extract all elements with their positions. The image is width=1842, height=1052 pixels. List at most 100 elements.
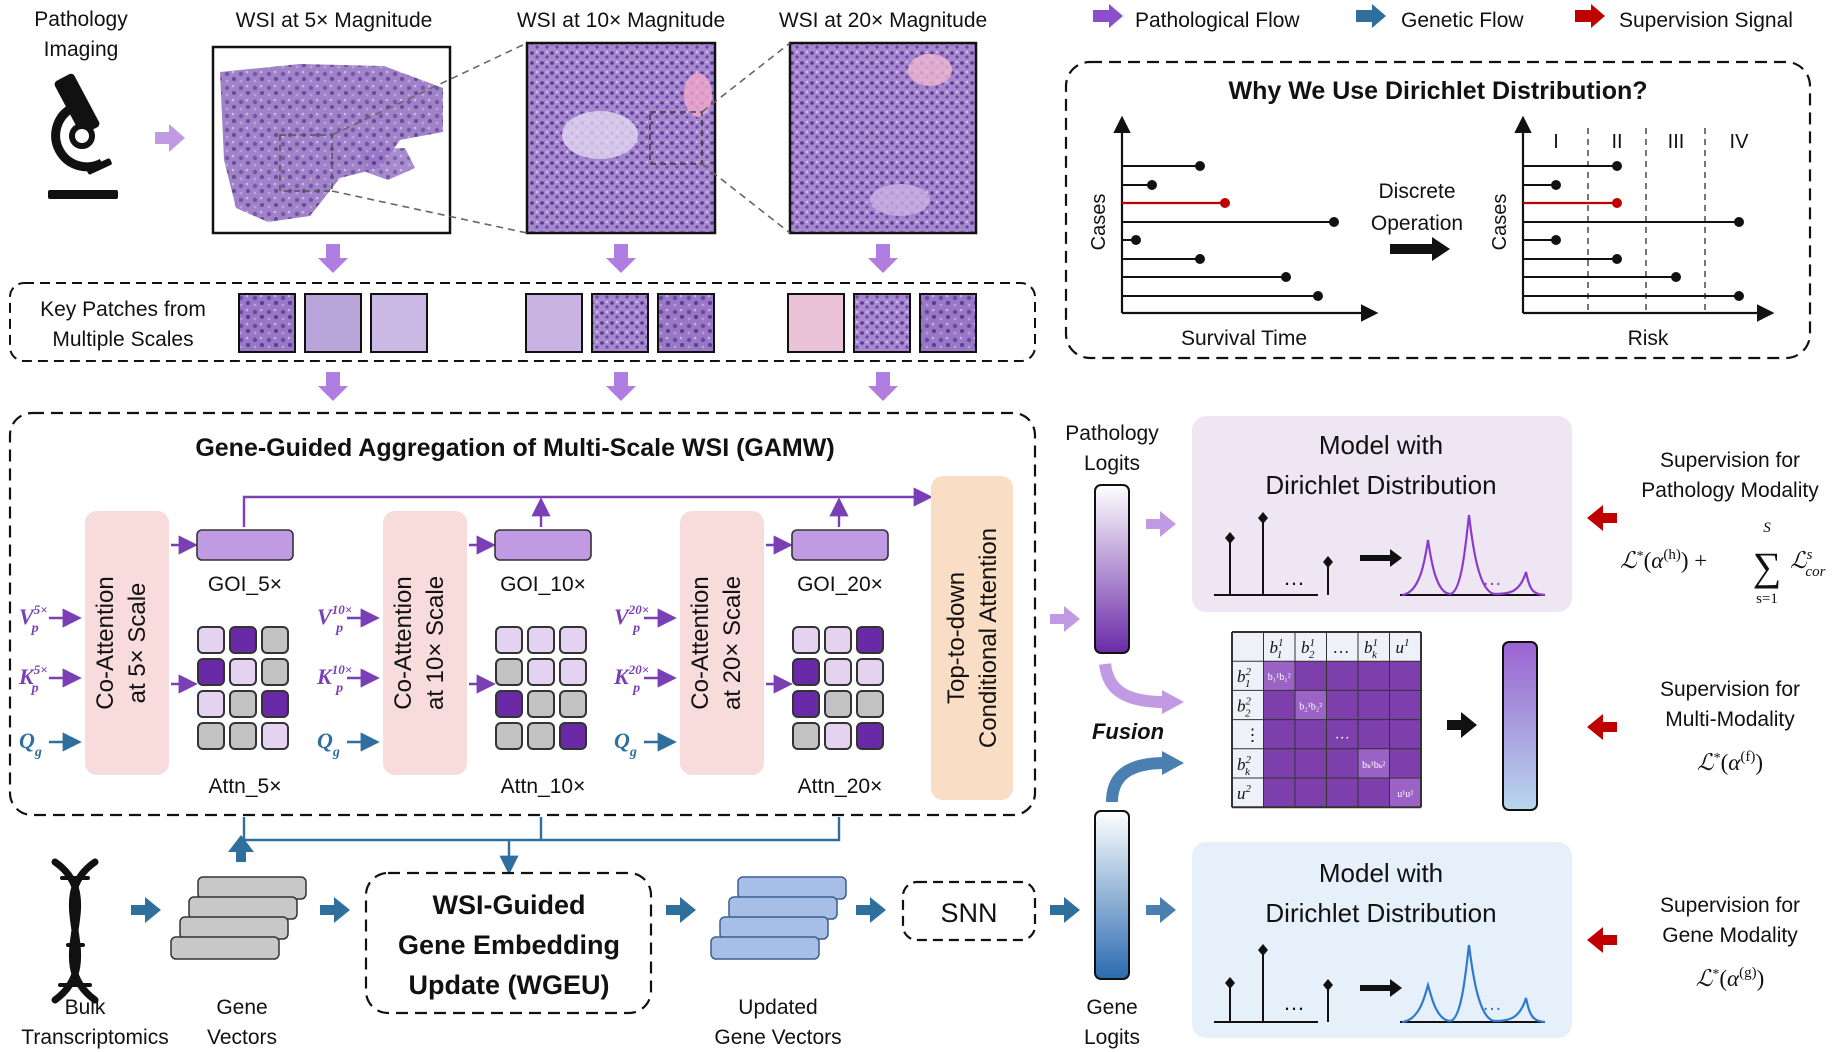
- attn-cell: [792, 658, 820, 686]
- matrix-diag-cell: [1358, 748, 1390, 778]
- zoom-connectors: [331, 42, 791, 234]
- attn-cell: [261, 626, 289, 654]
- pathological-flow-arrow-icon: [1093, 4, 1123, 28]
- attn-cell: [229, 690, 257, 718]
- q-input-letter: Q: [19, 728, 35, 753]
- pathology-logits-label-1: Pathology: [1065, 422, 1159, 445]
- bulk-label-2: Transcriptomics: [21, 1026, 168, 1049]
- gene-logits-bar: [1094, 810, 1130, 980]
- goi-label-10x: GOI_10×: [500, 573, 586, 596]
- goi-aggregation-lines: [242, 487, 933, 527]
- co-attention-label-1: Co-Attention: [687, 576, 714, 709]
- matrix-diag-cell: [1389, 778, 1421, 808]
- ellipsis: …: [1283, 565, 1305, 590]
- key-patches-label-2: Multiple Scales: [52, 328, 193, 351]
- k-input-20x: K20×p: [613, 662, 649, 696]
- gene-dirichlet-plot: … …: [1214, 944, 1546, 1024]
- goi-vector-10x: [494, 529, 592, 561]
- v-input-letter: V: [19, 604, 36, 629]
- k-input-sub: p: [335, 681, 343, 696]
- attn-cell: [824, 722, 852, 750]
- updated-gene-vectors-stack: [710, 876, 847, 960]
- co-attention-label-2: at 10× Scale: [422, 576, 449, 710]
- attn-cell: [495, 690, 523, 718]
- pathology-dirichlet-plot: … …: [1214, 512, 1546, 597]
- matrix-diag-label: bₖ¹bₖ²: [1362, 760, 1385, 771]
- attn-cell: [197, 658, 225, 686]
- pathological-flow-arrow: [1050, 606, 1080, 632]
- matrix-center-dots: …: [1334, 726, 1350, 743]
- v-input-sub: p: [31, 621, 39, 636]
- attn-cell: [527, 658, 555, 686]
- key-patches-box: [9, 282, 1036, 362]
- gene-to-fusion-arrow: [1106, 757, 1166, 803]
- q-input-letter: Q: [614, 728, 630, 753]
- supervision-gene-label-1: Supervision for: [1660, 894, 1800, 917]
- pathology-logits-label-2: Logits: [1084, 452, 1140, 475]
- attn-label-10x: Attn_10×: [501, 775, 586, 798]
- sum-bottom: s=1: [1756, 591, 1778, 607]
- pathology-model-label-1: Model with: [1319, 430, 1443, 460]
- goi-vector-20x: [791, 529, 889, 561]
- k-input-letter: K: [18, 664, 35, 689]
- supervision-multi-label-2: Multi-Modality: [1665, 708, 1795, 731]
- key-patch-thumbnails: [238, 293, 977, 353]
- attn-to-wgeu-lines: [242, 817, 841, 875]
- pathology-to-fusion-arrowhead: [1162, 690, 1184, 714]
- q-input-letter: Q: [317, 728, 333, 753]
- gene-logits-label-2: Logits: [1084, 1026, 1140, 1049]
- k-input-sub: p: [31, 681, 39, 696]
- snn-box: [901, 880, 1037, 942]
- pathology-imaging-label-2: Imaging: [44, 38, 119, 61]
- matrix-diag-label: b₂¹b₂²: [1299, 701, 1322, 712]
- survival-time-axis-label: Survival Time: [1181, 327, 1307, 350]
- supervision-multi-label-1: Supervision for: [1660, 678, 1800, 701]
- genetic-flow-arrow: [1146, 897, 1176, 923]
- attn-cell: [559, 690, 587, 718]
- sum-top: S: [1763, 520, 1771, 536]
- legend-genetic-flow: Genetic Flow: [1401, 9, 1524, 32]
- wsi-20x-title: WSI at 20× Magnitude: [779, 9, 987, 32]
- v-input-letter: V: [614, 604, 631, 629]
- attn-cell: [856, 658, 884, 686]
- why-dirichlet-title: Why We Use Dirichlet Distribution?: [1228, 77, 1647, 105]
- k-input-10x: K10×p: [316, 662, 352, 696]
- attn-cell: [495, 722, 523, 750]
- wsi-10x-image: [525, 41, 717, 235]
- flow-arrows-down-2: [318, 372, 898, 401]
- k-input-sub: p: [632, 681, 640, 696]
- wgeu-box: [364, 871, 653, 1015]
- v-input-sup: 20×: [628, 602, 649, 617]
- pathology-model-label-2: Dirichlet Distribution: [1265, 470, 1496, 500]
- q-input-sub: g: [629, 745, 637, 760]
- matrix-row-header: ⋮: [1244, 726, 1261, 745]
- risk-axis-label: Risk: [1628, 327, 1669, 350]
- k-input-sup: 20×: [628, 662, 649, 677]
- attn-cell: [559, 658, 587, 686]
- supervision-signal-arrow-icon: [1575, 4, 1605, 28]
- attn-cell: [197, 722, 225, 750]
- ellipsis: …: [1482, 568, 1502, 590]
- wsi-5x-image: [211, 45, 452, 235]
- cases-axis-label-left: Cases: [1088, 194, 1110, 251]
- supervision-gene-label-2: Gene Modality: [1662, 924, 1798, 947]
- attn-cell: [856, 626, 884, 654]
- attn-cell: [856, 690, 884, 718]
- stage-iv: IV: [1730, 131, 1750, 153]
- fused-logits-bar: [1502, 641, 1538, 811]
- legend-supervision-signal: Supervision Signal: [1619, 9, 1793, 32]
- snn-label: SNN: [940, 898, 997, 928]
- wgeu-label-3: Update (WGEU): [409, 970, 610, 1000]
- formula-multi: ℒ*(α(f)): [1697, 749, 1763, 775]
- gene-to-fusion-arrowhead: [1162, 751, 1184, 775]
- top-down-label-2: Conditional Attention: [975, 528, 1002, 748]
- genetic-flow-arrow: [1050, 897, 1080, 923]
- supervision-pathology-label-1: Supervision for: [1660, 449, 1800, 472]
- why-dirichlet-box: [1064, 60, 1812, 360]
